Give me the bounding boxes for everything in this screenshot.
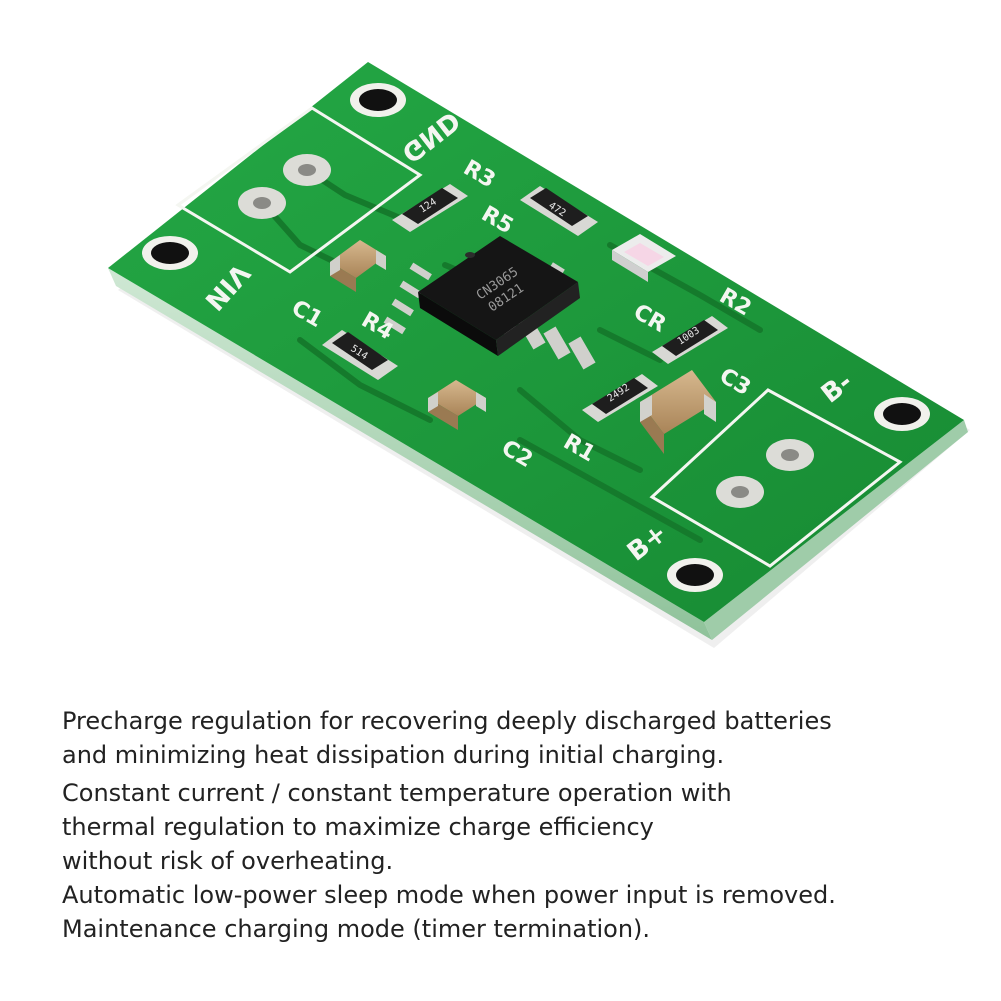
b-minus-pad <box>766 439 814 471</box>
b-plus-pad <box>716 476 764 508</box>
chip-soic8 <box>383 236 596 370</box>
feature-description: Precharge regulation for recovering deep… <box>62 704 962 946</box>
description-line-6: Automatic low-power sleep mode when powe… <box>62 881 836 909</box>
vin-pad <box>238 187 286 219</box>
description-line-3: Constant current / constant temperature … <box>62 779 732 807</box>
board-edge-right <box>704 420 968 640</box>
resistor-r3 <box>392 184 468 232</box>
mounting-hole-top <box>350 83 406 117</box>
gnd-pad <box>283 154 331 186</box>
capacitor-c1 <box>330 240 386 292</box>
led-cr <box>612 234 676 282</box>
description-line-4: thermal regulation to maximize charge ef… <box>62 813 654 841</box>
description-line-2: and minimizing heat dissipation during i… <box>62 741 725 769</box>
mounting-hole-left <box>142 236 198 270</box>
description-line-7: Maintenance charging mode (timer termina… <box>62 915 651 943</box>
vin-gnd-connector-outline <box>175 106 423 274</box>
mounting-hole-bottom <box>667 558 723 592</box>
description-line-1: Precharge regulation for recovering deep… <box>62 707 832 735</box>
board-edge <box>108 268 712 640</box>
resistor-r2 <box>652 316 728 364</box>
mounting-hole-right <box>874 397 930 431</box>
description-line-5: without risk of overheating. <box>62 847 394 875</box>
battery-connector-outline <box>649 388 903 568</box>
resistor-r5 <box>520 186 598 236</box>
pcb-board-photo: CN3065 08121 124 472 514 1003 2492 <box>108 62 970 648</box>
resistor-r1 <box>582 374 658 422</box>
capacitor-c2 <box>428 380 486 430</box>
capacitor-c3 <box>640 370 716 454</box>
resistor-r4 <box>322 330 398 380</box>
